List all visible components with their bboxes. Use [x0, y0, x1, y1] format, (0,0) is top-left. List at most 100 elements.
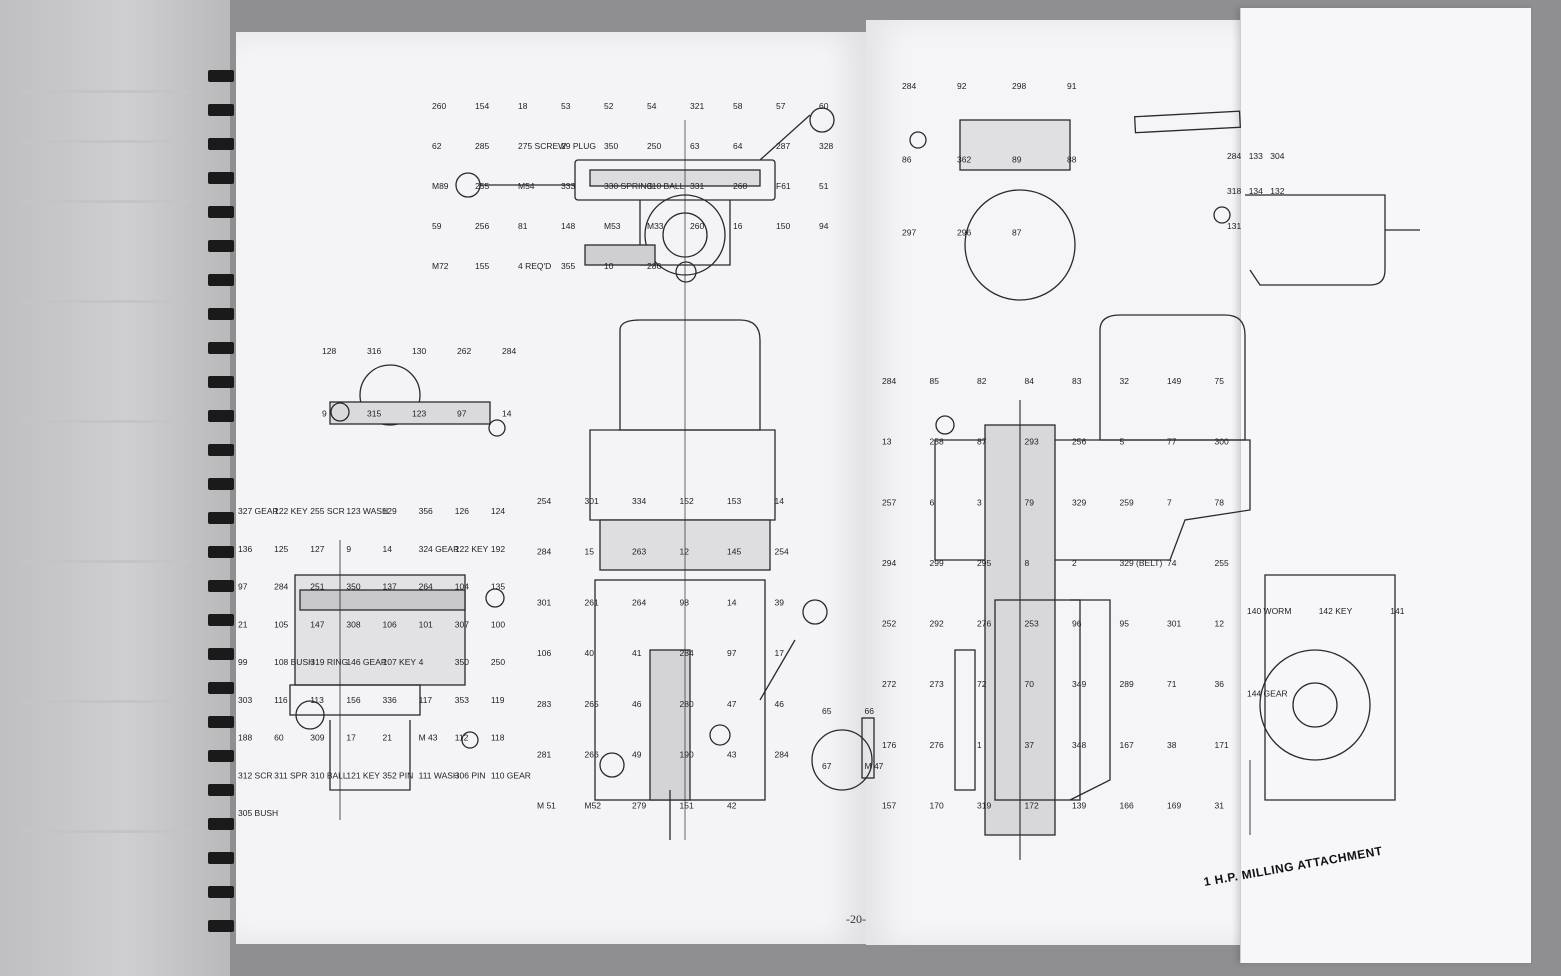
part-callout: 142 KEY — [1319, 606, 1353, 616]
part-callout: 319 RING — [310, 657, 348, 667]
part-callout: M 51 — [537, 800, 556, 810]
binding-hole — [208, 240, 234, 252]
part-callout: 146 GEAR — [346, 657, 387, 667]
part-callout: 133 — [1249, 151, 1263, 161]
part-callout: 122 KEY — [274, 506, 308, 516]
part-callout: 255 — [475, 181, 489, 191]
part-callout: 140 WORM — [1247, 606, 1291, 616]
part-callout: 303 — [238, 695, 252, 705]
part-callout: 99 — [238, 657, 248, 667]
part-callout: 315 — [367, 409, 381, 419]
part-callout: M89 — [432, 181, 449, 191]
binding-hole — [208, 138, 234, 150]
part-callout: 78 — [1215, 497, 1225, 507]
part-callout: 40 — [585, 648, 595, 658]
part-callout: 260 — [432, 101, 446, 111]
part-callout: 38 — [1167, 740, 1177, 750]
part-callout: 97 — [727, 648, 737, 658]
part-callout: 362 — [957, 154, 971, 164]
part-callout: 356 — [419, 506, 433, 516]
part-callout: 293 — [1025, 437, 1039, 447]
part-callout: 70 — [1025, 679, 1035, 689]
part-callout: 42 — [727, 800, 737, 810]
head-casting-section — [1069, 599, 1111, 801]
faded-text-line — [20, 300, 190, 303]
part-callout: 79 — [1025, 497, 1035, 507]
part-callout: 96 — [1072, 619, 1082, 629]
part-callout: 284 — [775, 750, 789, 760]
part-callout: 59 — [432, 221, 442, 231]
part-callout: 250 — [647, 141, 661, 151]
part-callout: 83 — [1072, 376, 1082, 386]
quill-lever — [759, 639, 796, 701]
quill-housing-section — [994, 599, 1081, 801]
part-callout: 62 — [432, 141, 442, 151]
part-callout: 3 — [977, 497, 982, 507]
left-page — [236, 32, 866, 944]
part-callout: 305 BUSH — [238, 808, 278, 818]
part-callout: 18 — [518, 101, 528, 111]
part-callout: 283 — [537, 699, 551, 709]
part-callout: 13 — [882, 437, 892, 447]
part-callout: 336 — [383, 695, 397, 705]
part-callout: 152 — [680, 496, 694, 506]
part-callout: 2 — [1072, 558, 1077, 568]
part-callout: 98 — [680, 597, 690, 607]
part-callout: 304 — [1270, 151, 1284, 161]
faded-text-line — [20, 700, 190, 703]
part-callout: 188 — [238, 733, 252, 743]
part-callout: 87 — [1012, 228, 1022, 238]
part-callout: 75 — [1215, 376, 1225, 386]
belt-guard-knob — [909, 131, 927, 149]
part-callout: 309 — [310, 733, 324, 743]
part-callout: F61 — [776, 181, 791, 191]
feed-gearbox-lower-body — [329, 720, 411, 791]
part-callout: 334 — [632, 496, 646, 506]
part-callout: 150 — [776, 221, 790, 231]
part-callout: 130 — [412, 346, 426, 356]
lock-knob — [488, 419, 506, 437]
part-callout: 121 KEY — [346, 770, 380, 780]
part-callout: 166 — [1120, 800, 1134, 810]
part-callout: 105 — [274, 619, 288, 629]
part-callout: 318 — [1227, 186, 1241, 196]
part-callout: 141 — [1390, 606, 1404, 616]
worm-gear-hub — [1292, 682, 1338, 728]
part-callout: 104 — [455, 582, 469, 592]
part-callout: 97 — [457, 409, 467, 419]
binding-hole — [208, 206, 234, 218]
part-callout: 170 — [930, 800, 944, 810]
motor-housing-right — [1099, 314, 1246, 441]
part-callout: 134 — [1249, 186, 1263, 196]
part-callout: 12 — [1215, 619, 1225, 629]
part-callout: 294 — [882, 558, 896, 568]
part-callout: 254 — [537, 496, 551, 506]
part-callout: 272 — [882, 679, 896, 689]
faded-text-line — [20, 140, 190, 143]
head-top-shaft — [589, 169, 761, 187]
part-callout: 250 — [491, 657, 505, 667]
part-callout: 295 — [977, 558, 991, 568]
part-callout: 286 — [647, 261, 661, 271]
part-callout: 264 — [419, 582, 433, 592]
worm-housing — [1264, 574, 1396, 801]
part-callout: 311 SPR — [274, 770, 307, 780]
binding-hole — [208, 886, 234, 898]
part-callout: 46 — [632, 699, 642, 709]
head-top-housing — [574, 159, 776, 201]
part-callout: 301 — [1167, 619, 1181, 629]
part-callout: 284 — [1227, 151, 1241, 161]
part-callout: 259 — [1120, 497, 1134, 507]
part-callout: 106 — [383, 619, 397, 629]
part-callout: 310 BALL — [647, 181, 685, 191]
faded-text-line — [20, 90, 190, 93]
part-callout: 297 — [902, 228, 916, 238]
part-callout: 131 — [1227, 221, 1241, 231]
part-callout: 153 — [727, 496, 741, 506]
part-callout: 176 — [882, 740, 896, 750]
part-callout: 284 — [882, 376, 896, 386]
part-callout: 266 — [585, 750, 599, 760]
binding-hole — [208, 818, 234, 830]
part-callout: 21 — [238, 619, 248, 629]
part-callout: 128 — [322, 346, 336, 356]
